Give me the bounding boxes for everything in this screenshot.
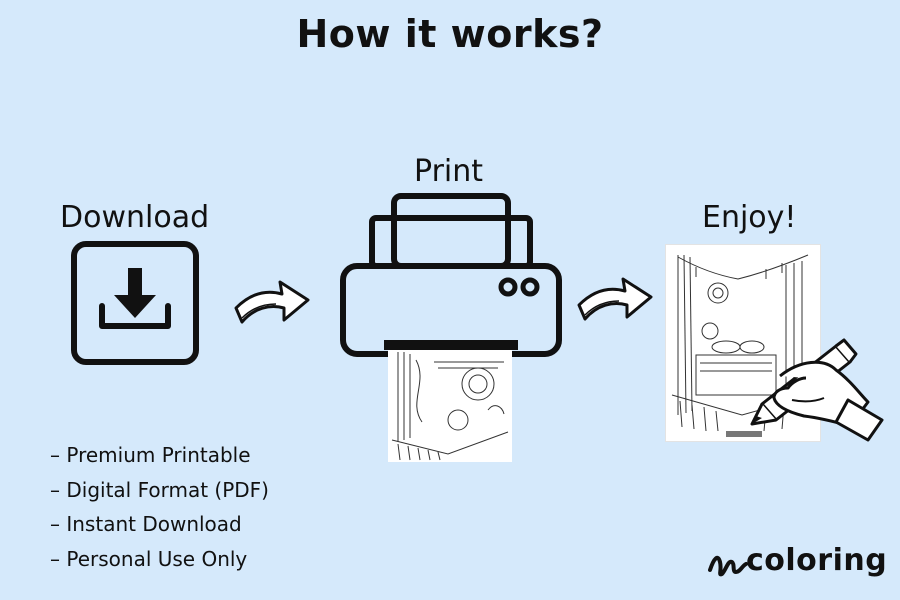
- download-icon: [71, 241, 199, 365]
- arrow-right-icon: [234, 280, 310, 324]
- printer-icon: [340, 193, 562, 462]
- scribble-logo-icon: [708, 555, 748, 577]
- brand-logo: coloring: [708, 540, 887, 580]
- page-title: How it works?: [296, 12, 604, 56]
- feature-list: Premium Printable Digital Format (PDF) I…: [50, 438, 269, 576]
- feature-item: Premium Printable: [50, 438, 269, 473]
- step-label-enjoy: Enjoy!: [702, 200, 797, 235]
- arrow-right-icon: [577, 277, 653, 321]
- step-label-print: Print: [414, 154, 484, 189]
- feature-item: Digital Format (PDF): [50, 473, 269, 508]
- brand-name: coloring: [746, 542, 888, 578]
- feature-item: Personal Use Only: [50, 542, 269, 577]
- pencil-hand-icon: [750, 338, 884, 442]
- feature-item: Instant Download: [50, 507, 269, 542]
- step-label-download: Download: [60, 200, 210, 235]
